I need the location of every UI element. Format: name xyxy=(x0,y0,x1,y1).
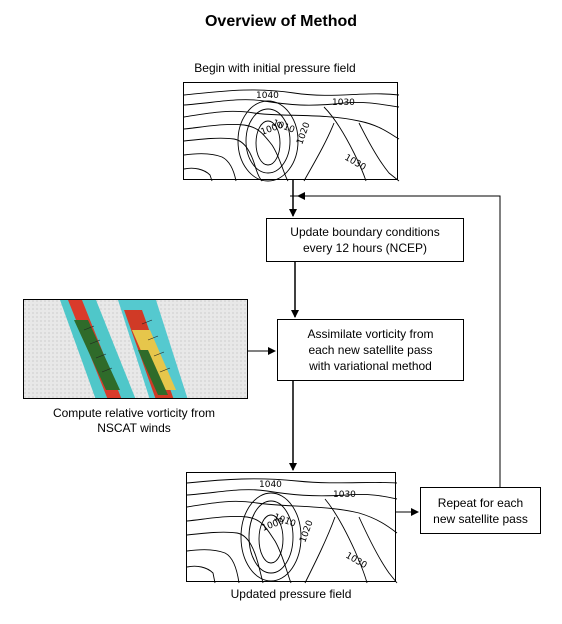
updated-field-caption: Updated pressure field xyxy=(230,587,352,601)
assimilate-box: Assimilate vorticity from each new satel… xyxy=(277,319,464,381)
update-box-line2: every 12 hours (NCEP) xyxy=(302,241,428,255)
update-box-line1: Update boundary conditions xyxy=(290,225,440,239)
contour-label: 1040 xyxy=(256,91,279,101)
vorticity-caption: Compute relative vorticity from NSCAT wi… xyxy=(14,406,254,436)
contour-label: 1020 xyxy=(295,121,312,146)
assimilate-box-line3: with variational method xyxy=(309,359,432,373)
diagram-title: Overview of Method xyxy=(204,13,358,30)
assimilate-box-line1: Assimilate vorticity from xyxy=(307,327,434,341)
vorticity-caption-line2: NSCAT winds xyxy=(97,421,171,435)
repeat-box-line1: Repeat for each xyxy=(437,495,524,510)
contour-label: 1030 xyxy=(332,98,355,108)
contour-label: 1030 xyxy=(333,490,356,500)
initial-field-caption: Begin with initial pressure field xyxy=(194,61,356,75)
contour-label: 1020 xyxy=(298,519,315,544)
initial-pressure-map: 1040 1030 1010 1000 1020 1030 xyxy=(183,82,400,182)
updated-pressure-map: 1040 1030 1010 1000 1020 1030 xyxy=(186,472,398,584)
contour-label: 1040 xyxy=(259,480,282,490)
update-boundary-box: Update boundary conditions every 12 hour… xyxy=(266,218,464,262)
repeat-box: Repeat for each new satellite pass xyxy=(420,487,541,534)
vorticity-caption-line1: Compute relative vorticity from xyxy=(52,406,216,420)
assimilate-box-line2: each new satellite pass xyxy=(308,343,433,357)
repeat-box-line2: new satellite pass xyxy=(433,511,528,526)
vorticity-swath-image xyxy=(23,299,248,399)
